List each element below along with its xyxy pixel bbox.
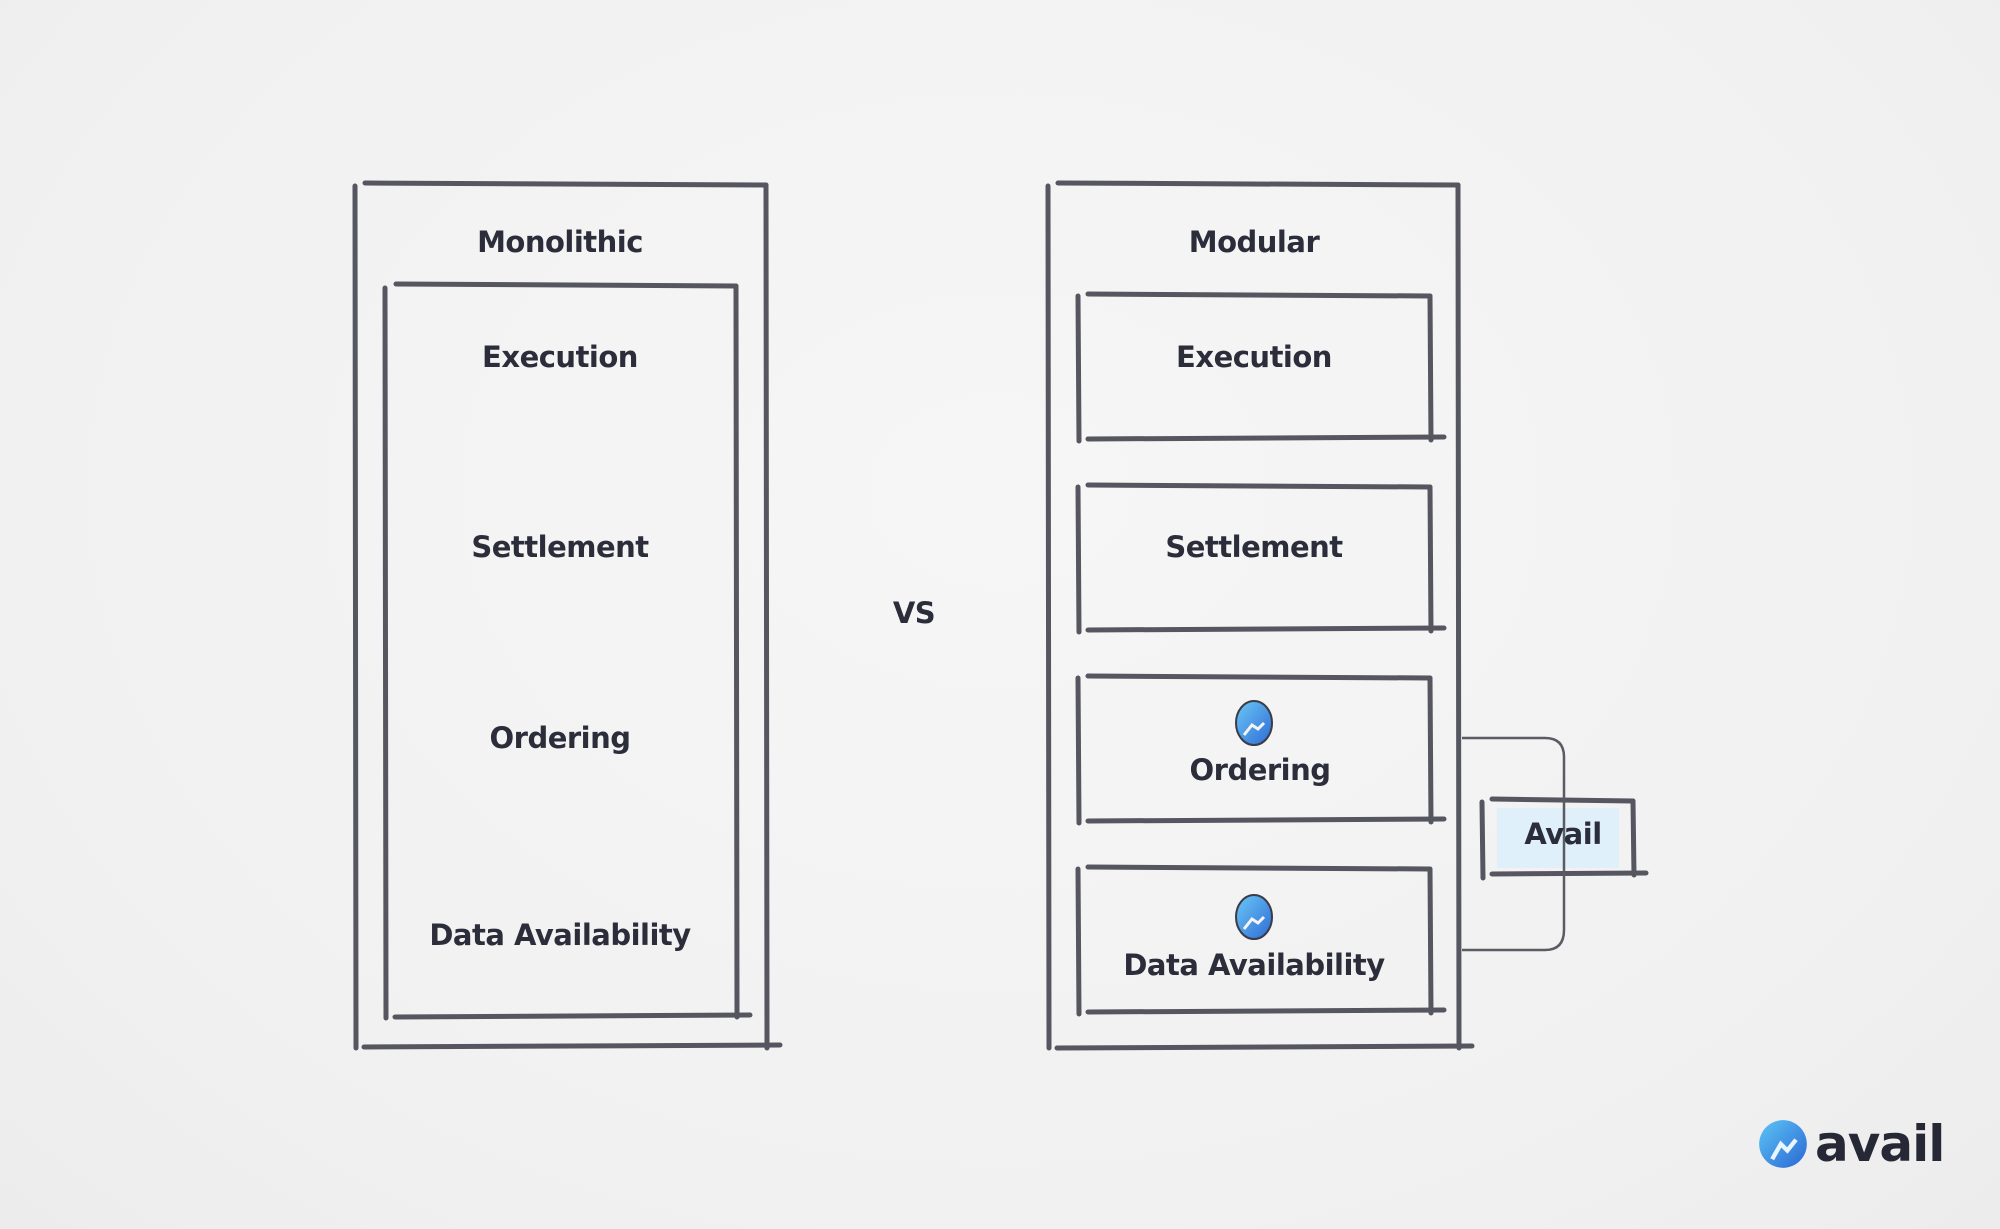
monolithic-layer-data-availability: Data Availability [429,918,691,952]
monolithic-layer-settlement: Settlement [471,530,649,564]
modular-settlement-box [1075,482,1447,635]
avail-logo-icon [1235,894,1273,940]
monolithic-title: Monolithic [477,225,643,259]
brand-wordmark: avail [1815,1115,1945,1173]
modular-layer-execution: Execution [1176,340,1332,374]
avail-logo-icon [1759,1120,1807,1168]
avail-bracket-connector [1462,736,1566,952]
monolithic-layer-execution: Execution [482,340,638,374]
avail-logo-icon [1235,700,1273,746]
modular-execution-box [1075,291,1447,444]
modular-ordering-box [1075,673,1447,826]
avail-provider-label: Avail [1524,817,1602,851]
avail-provider-box-fill [1497,808,1619,868]
modular-data-availability-box [1075,864,1447,1017]
monolithic-outer-box [352,180,783,1051]
modular-layer-ordering: Ordering [1189,753,1331,787]
avail-brand-logo: avail [1757,1115,1945,1173]
modular-layer-settlement: Settlement [1165,530,1343,564]
vs-separator: VS [892,596,936,630]
monolithic-inner-box [382,281,753,1021]
modular-outer-box [1045,180,1475,1051]
modular-layer-data-availability: Data Availability [1123,948,1385,982]
monolithic-layer-ordering: Ordering [489,721,631,755]
avail-provider-box [1479,796,1649,881]
modular-title: Modular [1188,225,1320,259]
